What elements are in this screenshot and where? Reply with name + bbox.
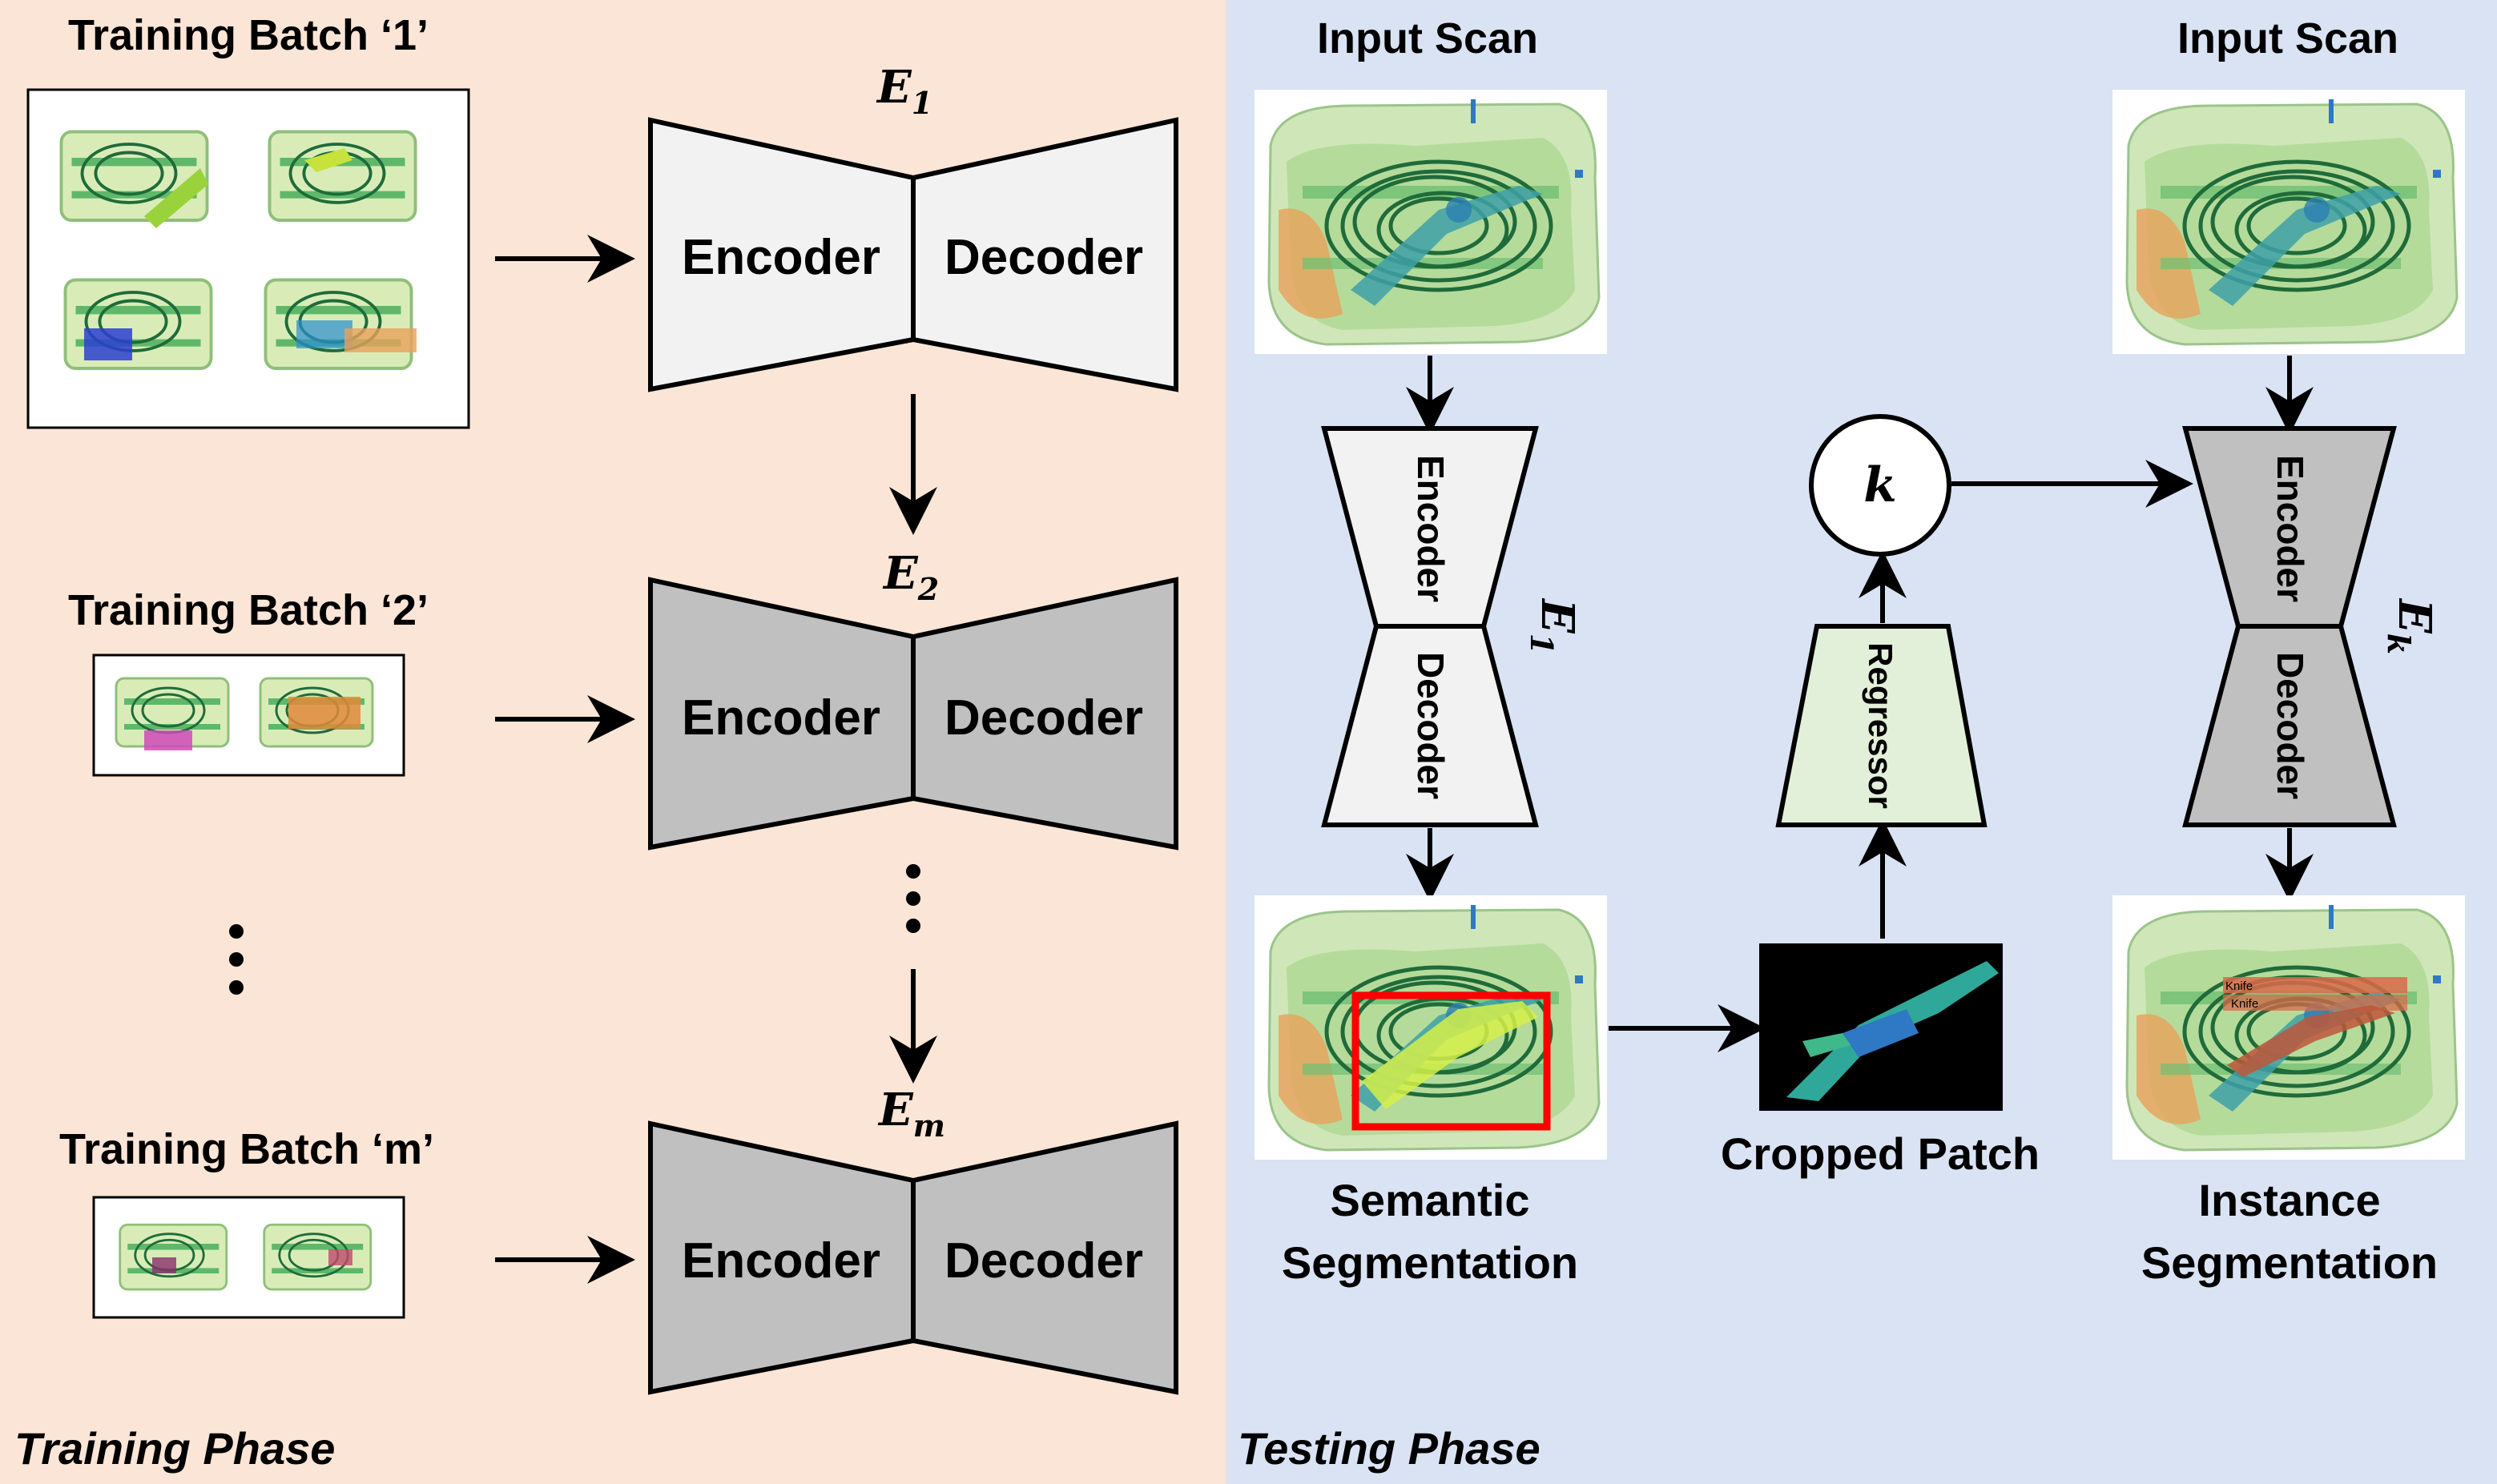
e1-vertical-encoder-label: Encoder xyxy=(1410,455,1452,602)
batch-1-label: Training Batch ‘1’ xyxy=(68,11,429,59)
e1-vertical-decoder-label: Decoder xyxy=(1410,652,1452,799)
batch-2-label: Training Batch ‘2’ xyxy=(68,586,429,634)
ek-vertical-encoder-label: Encoder xyxy=(2269,455,2311,602)
batch-1-image xyxy=(26,88,470,429)
em-label: Em xyxy=(877,1084,945,1144)
semantic-label-line2: Segmentation xyxy=(1282,1237,1578,1288)
training-phase-label: Training Phase xyxy=(14,1423,335,1474)
input-scan-label-left: Input Scan xyxy=(1317,14,1538,62)
instance-label-line2: Segmentation xyxy=(2141,1237,2438,1288)
instance-label-line1: Instance xyxy=(2198,1175,2380,1225)
testing-phase-label: Testing Phase xyxy=(1238,1423,1540,1474)
ek-vertical-model-label: Ek xyxy=(2381,597,2441,654)
e1-decoder-label: Decoder xyxy=(944,230,1143,285)
encoder-decoder-ek-vertical xyxy=(2182,426,2397,827)
cropped-patch-label: Cropped Patch xyxy=(1721,1128,2040,1179)
batch-m-label: Training Batch ‘m’ xyxy=(59,1125,434,1173)
encoder-decoder-e1-vertical xyxy=(1321,426,1539,827)
e2-label: E2 xyxy=(882,547,939,607)
ek-vertical-decoder-label: Decoder xyxy=(2269,652,2311,799)
instance-segmentation-image: Knife Knife xyxy=(2112,895,2465,1160)
batch-2-image xyxy=(92,654,405,777)
encoder-decoder-em xyxy=(648,1120,1178,1395)
input-scan-image-left xyxy=(1255,90,1607,354)
ellipsis-dots-models xyxy=(906,864,920,933)
encoder-decoder-e1 xyxy=(648,117,1178,392)
e2-decoder-label: Decoder xyxy=(944,690,1143,746)
em-decoder-label: Decoder xyxy=(944,1233,1143,1289)
e1-encoder-label: Encoder xyxy=(682,230,880,285)
input-scan-label-right: Input Scan xyxy=(2177,14,2398,62)
regressor-label: Regressor xyxy=(1862,642,1899,809)
cropped-patch-image xyxy=(1759,943,2003,1111)
regressor-block xyxy=(1775,624,1988,827)
semantic-segmentation-image xyxy=(1255,895,1607,1160)
instance-tag-2: Knife xyxy=(2231,997,2258,1011)
batch-m-image xyxy=(92,1196,405,1319)
e1-label: E1 xyxy=(876,61,932,121)
encoder-decoder-e2 xyxy=(648,577,1178,851)
ellipsis-dots-batches xyxy=(229,924,244,995)
input-scan-image-right xyxy=(2112,90,2465,354)
e1-vertical-model-label: E1 xyxy=(1524,597,1584,654)
em-encoder-label: Encoder xyxy=(682,1233,880,1289)
k-node xyxy=(1809,414,1951,557)
instance-tag-1: Knife xyxy=(2225,979,2253,993)
e2-encoder-label: Encoder xyxy=(682,690,880,746)
k-label: k xyxy=(1863,457,1897,513)
semantic-label-line1: Semantic xyxy=(1331,1175,1530,1225)
